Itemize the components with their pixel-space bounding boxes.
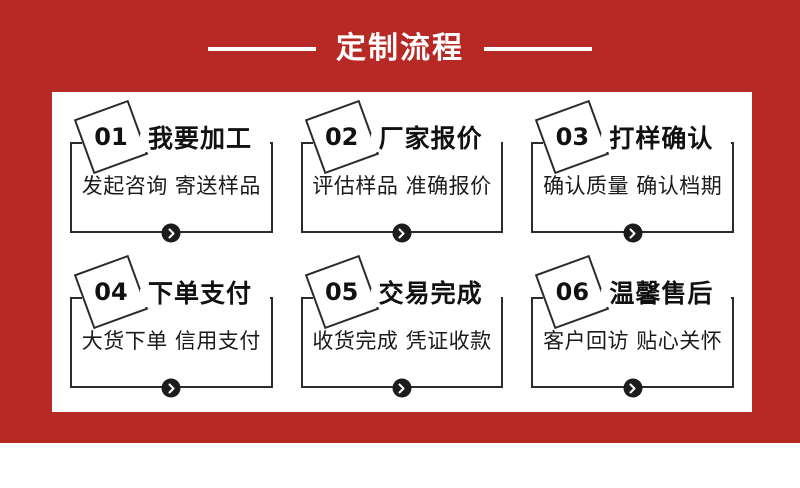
step-number: 03 xyxy=(555,123,590,151)
step-card-03[interactable]: 03 打样确认 确认质量 确认档期 xyxy=(521,98,744,251)
step-subtitle: 发起咨询 寄送样品 xyxy=(81,174,261,198)
step-title: 下单支付 xyxy=(148,279,253,308)
card-title-mask xyxy=(140,134,270,152)
card-frame-left xyxy=(300,142,303,233)
chevron-right-icon[interactable] xyxy=(161,223,181,243)
chevron-right-icon[interactable] xyxy=(392,223,412,243)
step-subtitle: 确认质量 确认档期 xyxy=(543,174,723,198)
step-title: 打样确认 xyxy=(609,124,714,153)
page-heading: 定制流程 xyxy=(0,26,800,72)
step-subtitle: 评估样品 准确报价 xyxy=(312,174,492,198)
step-card-06[interactable]: 06 温馨售后 客户回访 贴心关怀 xyxy=(521,253,744,406)
card-frame-right xyxy=(270,142,273,233)
chevron-right-icon[interactable] xyxy=(623,378,643,398)
step-number: 02 xyxy=(324,123,359,151)
card-title-mask xyxy=(601,289,732,307)
card-frame-left xyxy=(300,297,303,388)
step-title: 交易完成 xyxy=(378,279,483,308)
card-frame-left xyxy=(531,142,534,233)
step-card-04[interactable]: 04 下单支付 大货下单 信用支付 xyxy=(60,253,283,406)
step-number: 05 xyxy=(324,278,359,306)
card-title-mask xyxy=(370,289,501,307)
card-title-mask xyxy=(601,134,732,152)
step-number: 04 xyxy=(94,278,128,306)
step-title: 温馨售后 xyxy=(609,279,714,308)
step-subtitle: 大货下单 信用支付 xyxy=(81,329,261,353)
heading-rule-left-icon xyxy=(208,47,316,51)
card-frame-top-left xyxy=(300,297,313,299)
card-frame-right xyxy=(501,142,504,233)
card-frame-top-left xyxy=(300,142,313,144)
step-number: 06 xyxy=(555,278,590,306)
card-frame-top-left xyxy=(70,297,82,299)
step-card-01[interactable]: 01 我要加工 发起咨询 寄送样品 xyxy=(60,98,283,251)
step-title: 我要加工 xyxy=(148,124,253,153)
chevron-right-icon[interactable] xyxy=(623,223,643,243)
card-frame-top-left xyxy=(531,297,544,299)
card-title-mask xyxy=(140,289,270,307)
card-frame-right xyxy=(270,297,273,388)
card-frame-right xyxy=(732,142,734,233)
card-title-mask xyxy=(370,134,501,152)
card-frame-top-left xyxy=(70,142,82,144)
step-title: 厂家报价 xyxy=(378,124,483,153)
steps-panel: 01 我要加工 发起咨询 寄送样品 02 厂家报价 评估样品 准确报价 xyxy=(52,92,752,412)
card-frame-left xyxy=(70,297,72,388)
card-frame-left xyxy=(531,297,534,388)
step-subtitle: 客户回访 贴心关怀 xyxy=(543,329,723,353)
card-frame-right xyxy=(501,297,504,388)
card-frame-left xyxy=(70,142,72,233)
card-frame-top-left xyxy=(531,142,544,144)
chevron-right-icon[interactable] xyxy=(161,378,181,398)
step-number: 01 xyxy=(94,123,128,151)
step-subtitle: 收货完成 凭证收款 xyxy=(312,329,492,353)
chevron-right-icon[interactable] xyxy=(392,378,412,398)
card-frame-right xyxy=(732,297,734,388)
step-card-05[interactable]: 05 交易完成 收货完成 凭证收款 xyxy=(291,253,514,406)
heading-rule-right-icon xyxy=(484,47,592,51)
page-title: 定制流程 xyxy=(336,31,464,66)
step-card-02[interactable]: 02 厂家报价 评估样品 准确报价 xyxy=(291,98,514,251)
